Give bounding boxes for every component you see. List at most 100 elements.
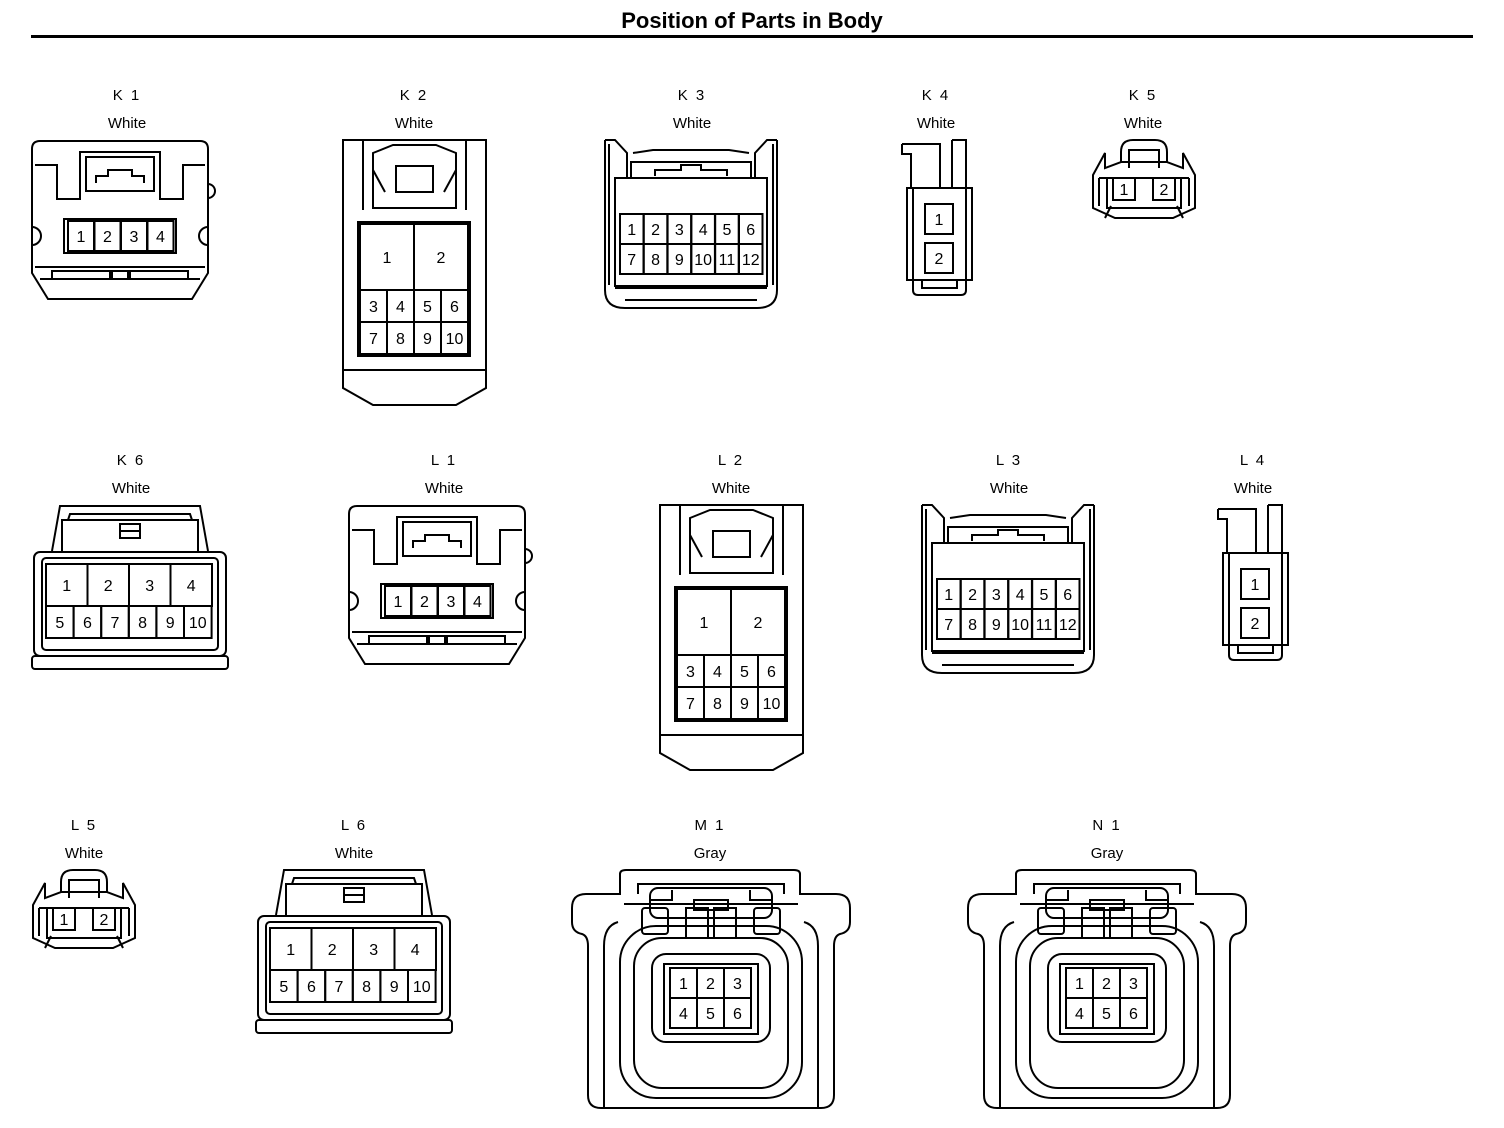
pin-number: 10 xyxy=(446,331,464,348)
pin-number: 8 xyxy=(138,615,147,632)
pin-number: 10 xyxy=(189,615,207,632)
pin-number: 2 xyxy=(1160,182,1169,199)
pin-number: 11 xyxy=(719,252,736,269)
pin-number: 1 xyxy=(77,229,86,246)
pin-number: 3 xyxy=(1129,976,1138,993)
connector-color-k3: White xyxy=(672,115,712,132)
connector-id-l3: L 3 xyxy=(995,452,1023,469)
pin-number: 2 xyxy=(651,222,660,239)
pin-number: 4 xyxy=(396,299,405,316)
connector-color-k5: White xyxy=(1123,115,1163,132)
pin-number: 12 xyxy=(742,252,760,269)
pin-number: 7 xyxy=(369,331,378,348)
connector-id-l6: L 6 xyxy=(340,817,368,834)
connector-k4: 12 xyxy=(901,139,973,296)
connector-color-k1: White xyxy=(107,115,147,132)
pin-number: 4 xyxy=(1016,587,1025,604)
pin-number: 4 xyxy=(156,229,165,246)
pin-number: 10 xyxy=(1011,617,1029,634)
connector-id-l5: L 5 xyxy=(70,817,98,834)
pin-number: 9 xyxy=(740,696,749,713)
pin-number: 6 xyxy=(1063,587,1072,604)
connector-color-l1: White xyxy=(424,480,464,497)
connector-color-l3: White xyxy=(989,480,1029,497)
pin-number: 4 xyxy=(187,578,196,595)
pin-number: 2 xyxy=(1251,616,1260,633)
pin-number: 7 xyxy=(944,617,953,634)
connector-id-m1: M 1 xyxy=(694,817,726,834)
pin-number: 12 xyxy=(1059,617,1077,634)
connector-id-k5: K 5 xyxy=(1128,87,1158,104)
connector-color-l2: White xyxy=(711,480,751,497)
pin-number: 1 xyxy=(700,615,709,632)
connector-color-n1: Gray xyxy=(1090,845,1124,862)
pin-number: 9 xyxy=(166,615,175,632)
pin-number: 1 xyxy=(1120,182,1129,199)
pin-number: 2 xyxy=(754,615,763,632)
pin-number: 1 xyxy=(1075,976,1084,993)
pin-number: 2 xyxy=(104,578,113,595)
connector-color-l4: White xyxy=(1233,480,1273,497)
pin-number: 5 xyxy=(1039,587,1048,604)
pin-number: 3 xyxy=(447,594,456,611)
pin-number: 5 xyxy=(706,1006,715,1023)
connector-id-k4: K 4 xyxy=(921,87,951,104)
pin-number: 4 xyxy=(1075,1006,1084,1023)
pin-number: 1 xyxy=(286,942,295,959)
pin-number: 1 xyxy=(627,222,636,239)
pin-number: 6 xyxy=(746,222,755,239)
pin-number: 8 xyxy=(651,252,660,269)
pin-number: 4 xyxy=(411,942,420,959)
pin-number: 1 xyxy=(935,212,944,229)
pin-number: 9 xyxy=(390,979,399,996)
pin-number: 3 xyxy=(733,976,742,993)
pin-number: 1 xyxy=(394,594,403,611)
pin-number: 8 xyxy=(713,696,722,713)
pin-number: 2 xyxy=(1102,976,1111,993)
pin-number: 2 xyxy=(420,594,429,611)
pin-number: 8 xyxy=(362,979,371,996)
pin-number: 7 xyxy=(686,696,695,713)
connector-id-k6: K 6 xyxy=(116,452,146,469)
pin-number: 4 xyxy=(699,222,708,239)
pin-number: 3 xyxy=(369,299,378,316)
pin-number: 10 xyxy=(763,696,781,713)
pin-number: 7 xyxy=(627,252,636,269)
pin-number: 3 xyxy=(686,664,695,681)
pin-number: 1 xyxy=(62,578,71,595)
pin-number: 1 xyxy=(679,976,688,993)
pin-number: 1 xyxy=(60,912,69,929)
pin-number: 2 xyxy=(100,912,109,929)
pin-number: 5 xyxy=(55,615,64,632)
connector-id-l1: L 1 xyxy=(430,452,458,469)
pin-number: 2 xyxy=(437,250,446,267)
pin-number: 4 xyxy=(473,594,482,611)
pin-number: 1 xyxy=(383,250,392,267)
pin-number: 5 xyxy=(423,299,432,316)
pin-number: 5 xyxy=(740,664,749,681)
pin-number: 6 xyxy=(307,979,316,996)
connector-id-l4: L 4 xyxy=(1239,452,1267,469)
connector-id-k3: K 3 xyxy=(677,87,707,104)
pin-number: 9 xyxy=(423,331,432,348)
pin-number: 2 xyxy=(706,976,715,993)
pin-number: 8 xyxy=(396,331,405,348)
pin-number: 9 xyxy=(992,617,1001,634)
pin-number: 3 xyxy=(369,942,378,959)
pin-number: 11 xyxy=(1036,617,1053,634)
pin-number: 5 xyxy=(722,222,731,239)
title-underline xyxy=(31,35,1473,38)
pin-number: 6 xyxy=(733,1006,742,1023)
connector-color-k2: White xyxy=(394,115,434,132)
pin-number: 10 xyxy=(413,979,431,996)
connector-color-m1: Gray xyxy=(693,845,727,862)
pin-number: 5 xyxy=(279,979,288,996)
